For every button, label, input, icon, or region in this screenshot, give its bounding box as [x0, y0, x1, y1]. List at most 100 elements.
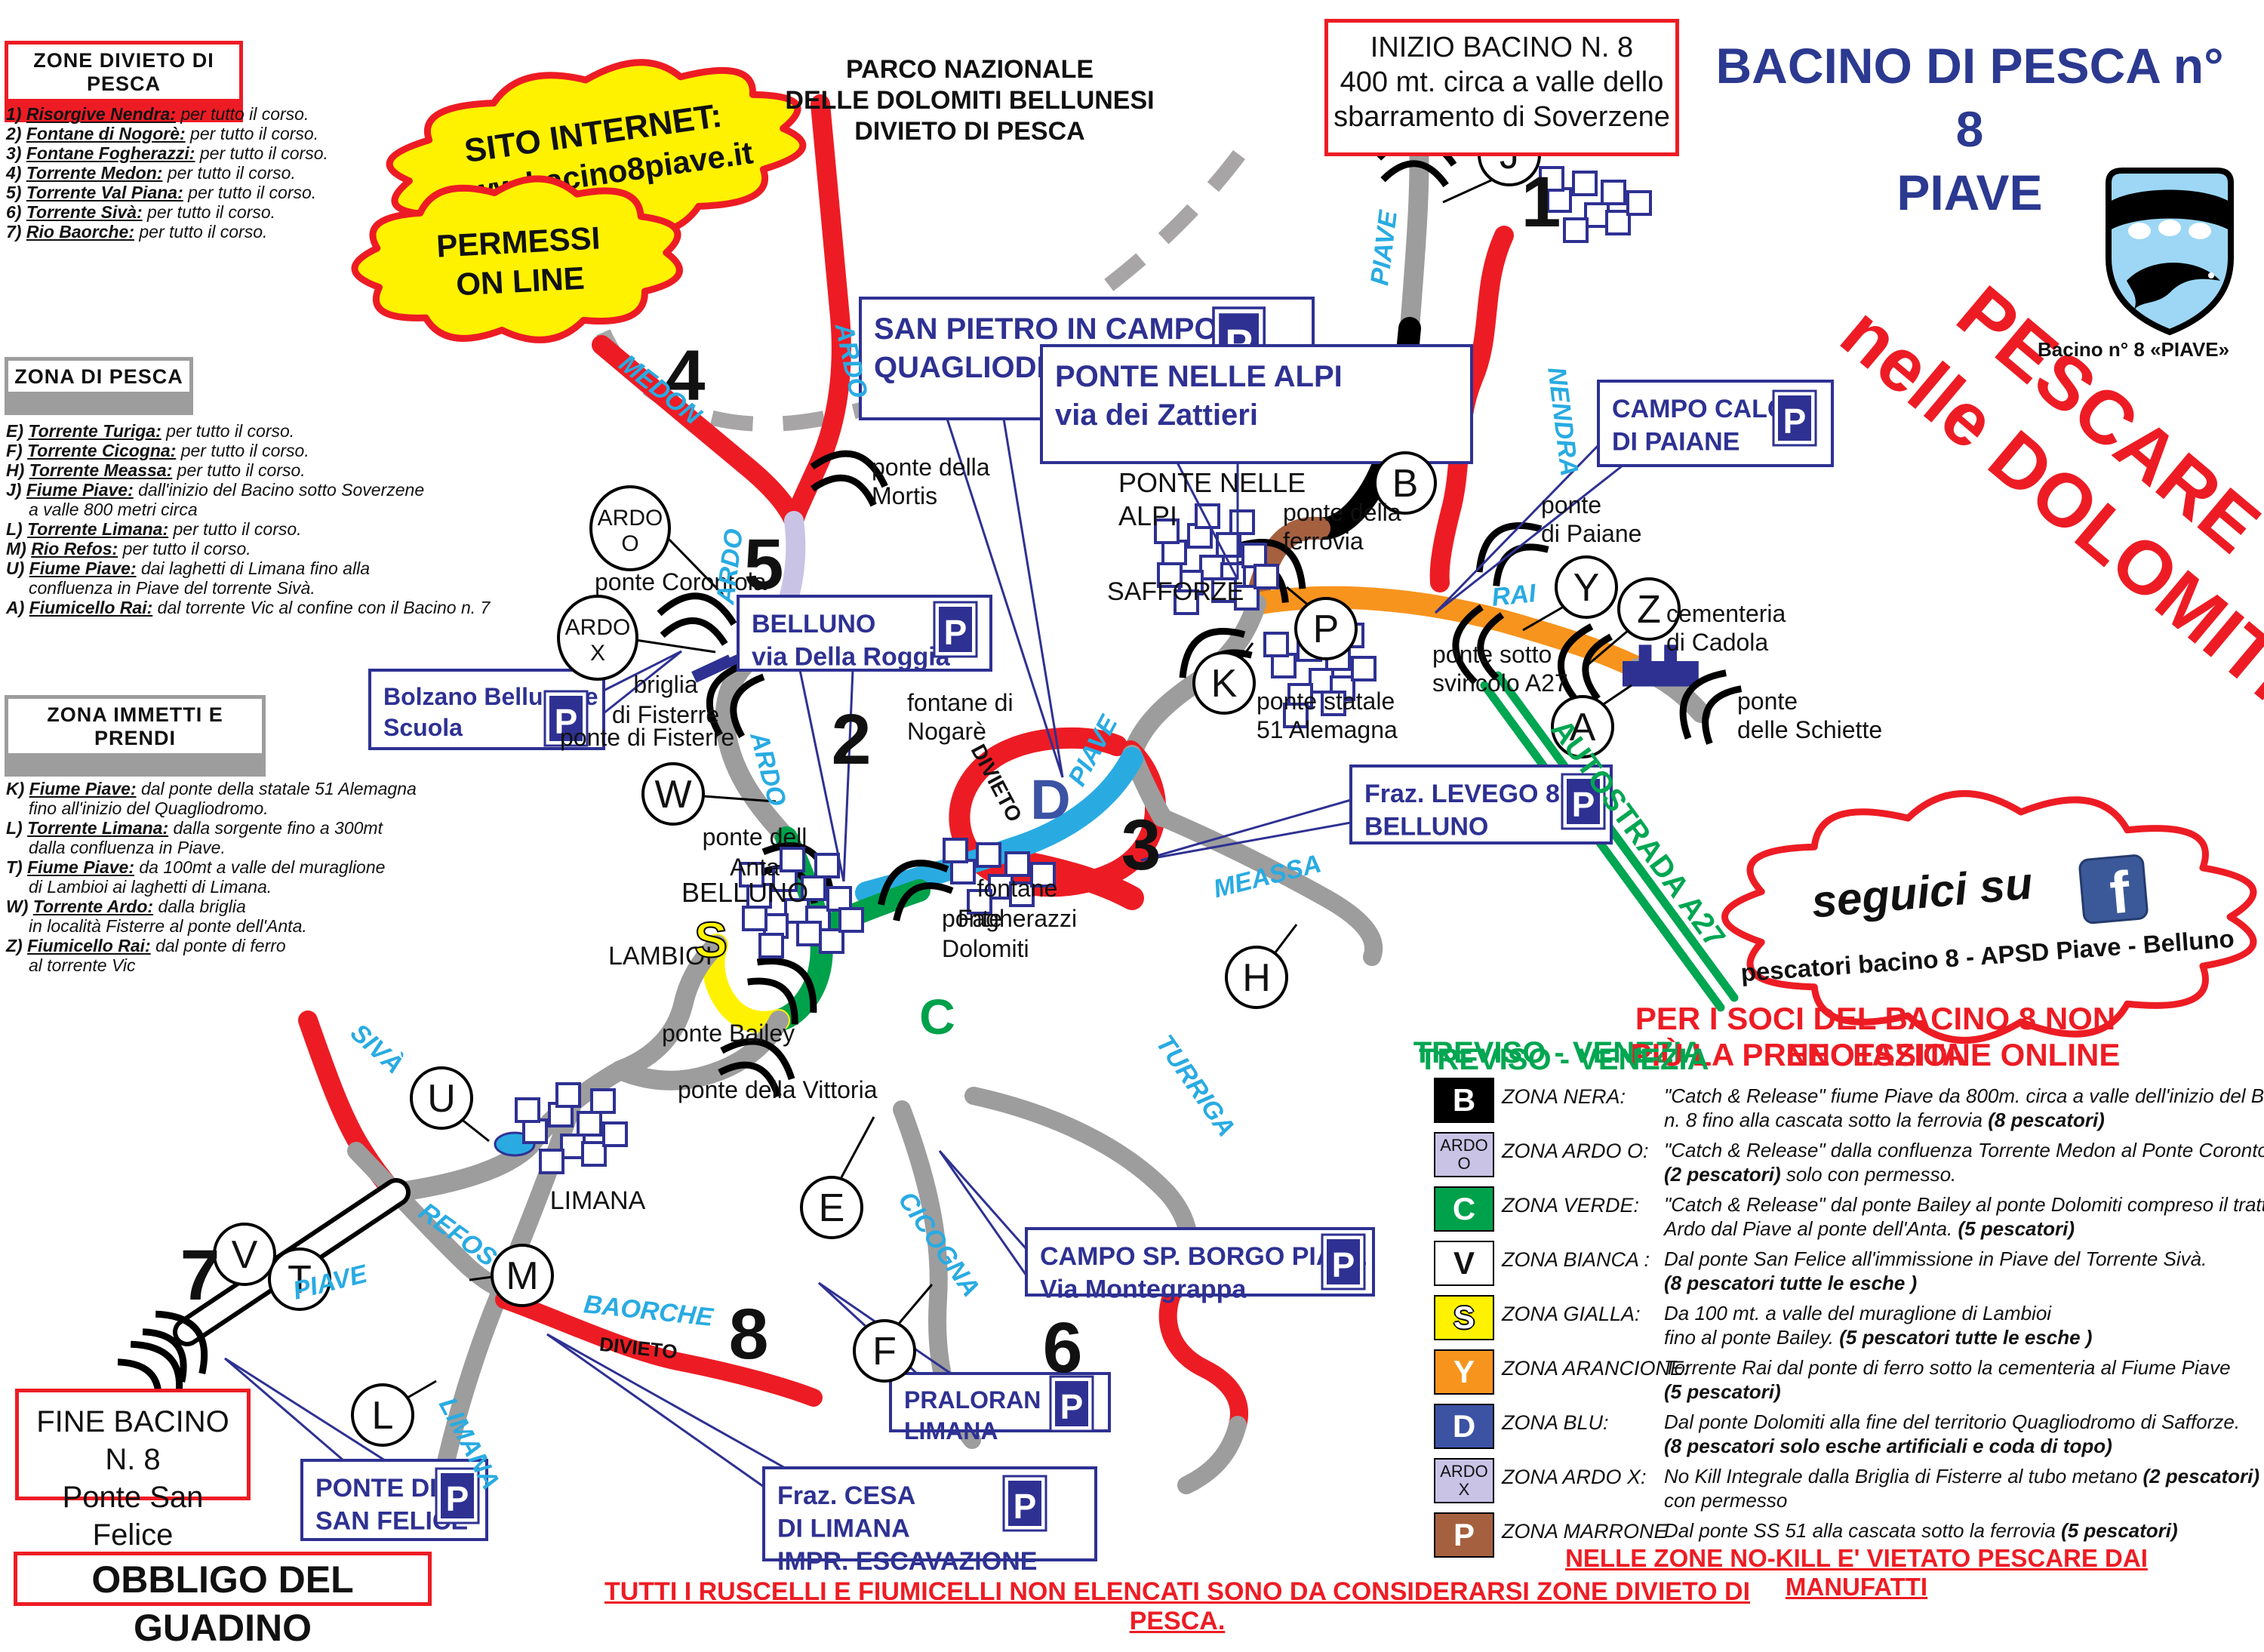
svg-text:K: K [1211, 662, 1238, 706]
river-label-rai: RAI [1490, 579, 1539, 612]
facebook-icon: f [2078, 854, 2149, 926]
red-ardo-upper [784, 94, 851, 531]
house-icon [1271, 653, 1297, 678]
house-icon [780, 847, 805, 872]
legend-zone-desc: "Catch & Release" dalla confluenza Torre… [1664, 1139, 2264, 1186]
place-label: Mortis [872, 482, 937, 509]
svg-text:O: O [621, 531, 638, 556]
fish-icon [2127, 263, 2220, 309]
map-box-label: DI PAIANE [1612, 428, 1740, 457]
house-icon [1154, 518, 1180, 544]
place-label: di Cadola [1666, 629, 1768, 656]
fine-bacino-box: FINE BACINO N. 8 Ponte San Felice [15, 1389, 251, 1552]
immetti-header-text: ZONA IMMETTI E PRENDI [47, 703, 223, 749]
immetti-item: K) Fiume Piave: dal ponte della statale … [6, 779, 417, 798]
zone-circle-Z: Z [1617, 577, 1681, 641]
zone-number-2: 2 [832, 700, 872, 780]
basin-map-canvas: SAN PIETRO IN CAMPOQUAGLIODROMOPPONTE NE… [0, 59, 2264, 1576]
svg-text:W: W [654, 773, 691, 817]
map-box-label: LIMANA [904, 1417, 998, 1444]
map-box-label: SAN PIETRO IN CAMPO [874, 312, 1218, 346]
house-icon [555, 1082, 581, 1108]
pesca-item: L) Torrente Limana: per tutto il corso. [6, 519, 302, 539]
red-baorche [495, 1291, 823, 1407]
obbligo-guadino-box: OBBLIGO DEL GUADINO [14, 1552, 432, 1649]
svg-text:E: E [819, 1186, 845, 1230]
house-icon [1199, 555, 1225, 580]
road-label: TREVISO - VENEZIA [1413, 1036, 1704, 1069]
legend-color-box: B [1434, 1078, 1494, 1123]
pesca-item: H) Torrente Meassa: per tutto il corso. [6, 460, 306, 480]
zone-number-7: 7 [180, 1235, 220, 1315]
house-icon [1283, 703, 1309, 728]
pesca-item-cont: confluenza in Piave del torrente Sivà. [29, 578, 315, 598]
legend-zone-label: ZONA BLU: [1502, 1411, 1609, 1434]
parking-icon: P [1049, 1375, 1094, 1432]
legend-zone-desc: Torrente Rai dal ponte di ferro sotto la… [1664, 1356, 2231, 1403]
svg-text:V: V [232, 1233, 258, 1277]
divieto-item: 3) Fontane Fogherazzi: per tutto il cors… [6, 143, 328, 163]
divieto-item: 6) Torrente Sivà: per tutto il corso. [6, 202, 276, 222]
place-label: cementeria [1666, 600, 1786, 627]
house-icon [742, 906, 767, 931]
svg-text:P: P [1060, 1387, 1084, 1426]
house-icon [950, 859, 976, 884]
permessi-line1: PERMESSI [435, 220, 601, 263]
place-label: Nogarè [907, 718, 986, 745]
pesca-header-text: ZONA DI PESCA [14, 365, 183, 388]
parco-line3: DIVIETO DI PESCA [854, 117, 1085, 146]
zone-circle-A: A [1551, 695, 1614, 758]
panel-header-divieto: ZONE DIVIETO DI PESCA [5, 41, 243, 122]
svg-text:P: P [555, 702, 578, 741]
fine-line2: Ponte San Felice [62, 1481, 204, 1552]
parking-icon: P [435, 1467, 480, 1524]
legend-zone-label: ZONA MARRONE [1502, 1520, 1668, 1543]
svg-text:B: B [1392, 462, 1419, 506]
parking-icon: P [1002, 1475, 1047, 1532]
place-label: ponte Bailey [662, 1020, 795, 1047]
treviso-venezia-label: TREVISO - VENEZIA [1419, 1043, 1709, 1076]
zone-letter-D: D [1030, 768, 1070, 831]
place-label: ponte [942, 905, 1002, 932]
legend-zone-label: ZONA ARDO O: [1502, 1140, 1649, 1162]
place-label: ponte della Vittoria [678, 1076, 878, 1103]
house-icon [1030, 862, 1056, 888]
place-label: ferrovia [1283, 528, 1364, 555]
title-line2: PIAVE [1896, 165, 2043, 220]
house-icon [943, 838, 968, 863]
house-icon [581, 1141, 607, 1167]
zone-circle-U: U [410, 1066, 473, 1130]
legend-zone-label: ZONA NERA: [1502, 1085, 1626, 1108]
parco-line2: DELLE DOLOMITI BELLUNESI [785, 86, 1155, 115]
divieto-item: 5) Torrente Val Piana: per tutto il cors… [6, 183, 317, 202]
place-label: ponte [1737, 688, 1798, 715]
map-box-label: Via Montegrappa [1040, 1275, 1247, 1304]
river-label-turriga: TURRIGA [1150, 1029, 1241, 1142]
map-box-label: IMPR. ESCAVAZIONE [777, 1547, 1037, 1576]
river-label-baorche: BAORCHE [583, 1290, 715, 1332]
place-label: Anta [730, 854, 780, 881]
house-icon [838, 907, 864, 933]
place-label: ponte della [872, 454, 990, 481]
house-icon [539, 1149, 564, 1174]
zone-d-cyan [855, 747, 1143, 904]
map-box-label: via dei Zattieri [1055, 398, 1258, 432]
basin-logo-shield [2106, 168, 2234, 336]
panel-header-immetti: ZONA IMMETTI E PRENDI [5, 695, 266, 777]
place-label: di Paiane [1541, 520, 1641, 547]
place-label: ponte dell [703, 823, 807, 851]
red-turriga [1158, 1272, 1248, 1434]
zone-number-5: 5 [744, 525, 784, 605]
place-label: LIMANA [550, 1186, 646, 1215]
legend-zone-desc: Dal ponte Dolomiti alla fine del territo… [1664, 1411, 2241, 1457]
pesca-item: E) Torrente Turiga: per tutto il corso. [6, 421, 295, 441]
house-icon [1229, 509, 1255, 535]
dashed-road [572, 128, 1245, 432]
house-icon [739, 862, 764, 888]
house-icon [1009, 881, 1035, 907]
